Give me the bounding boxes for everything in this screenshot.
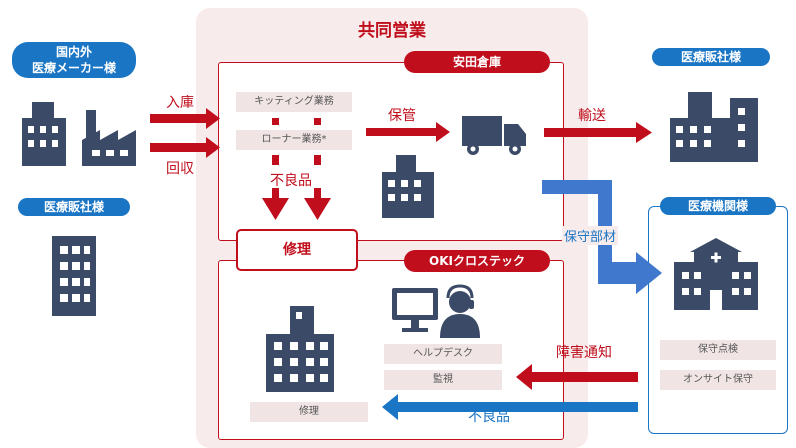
repair-task: 修理: [250, 402, 368, 422]
defective-bottom-arrow: [382, 394, 638, 420]
repair-box: 修理: [236, 229, 358, 271]
factory-icon: [82, 110, 136, 166]
joint-business-title: 共同営業: [358, 21, 426, 41]
transport-label: 輸送: [578, 108, 606, 124]
operator-icon: [440, 284, 480, 338]
defective-bottom-label: 不良品: [468, 409, 510, 425]
helpdesk-task: ヘルプデスク: [384, 344, 502, 364]
maintenance-parts-label: 保守部材: [562, 226, 619, 245]
maker-label: 国内外医療メーカー様: [12, 42, 136, 78]
loaner-task: ローナー業務*: [236, 130, 352, 150]
institution-label: 医療機関様: [660, 197, 776, 215]
kitting-task: キッティング業務: [236, 92, 352, 112]
onsite-service: オンサイト保守: [660, 370, 776, 390]
maker-label-text: 国内外医療メーカー様: [31, 45, 116, 75]
transport-arrow: [544, 122, 652, 143]
inbound-label: 入庫: [166, 95, 194, 111]
right-dealer-label: 医療販社様: [652, 48, 770, 66]
warehouse-building-icon: [382, 155, 434, 218]
oki-label: OKIクロステック: [404, 250, 550, 272]
right-building-icon: [670, 92, 758, 162]
left-dealer-label: 医療販社様: [18, 198, 130, 216]
defective-top-label: 不良品: [270, 173, 312, 189]
storage-arrow: [366, 122, 450, 142]
defective-down-arrows: [262, 118, 331, 220]
monitoring-task: 監視: [384, 370, 502, 390]
tall-building-icon: [52, 236, 96, 316]
recovery-arrow: [150, 137, 220, 158]
yasuda-label: 安田倉庫: [404, 51, 550, 73]
recovery-label: 回収: [166, 161, 194, 177]
building-icon: [22, 102, 66, 166]
truck-icon: [462, 116, 526, 155]
oki-building-icon: [266, 306, 334, 392]
failure-notice-arrow: [516, 364, 638, 390]
inbound-arrow: [150, 108, 220, 129]
storage-label: 保管: [388, 108, 416, 124]
hospital-icon: [674, 238, 758, 310]
monitor-icon: [392, 288, 438, 332]
maintenance-service: 保守点検: [660, 340, 776, 360]
failure-notice-label: 障害通知: [556, 345, 612, 361]
